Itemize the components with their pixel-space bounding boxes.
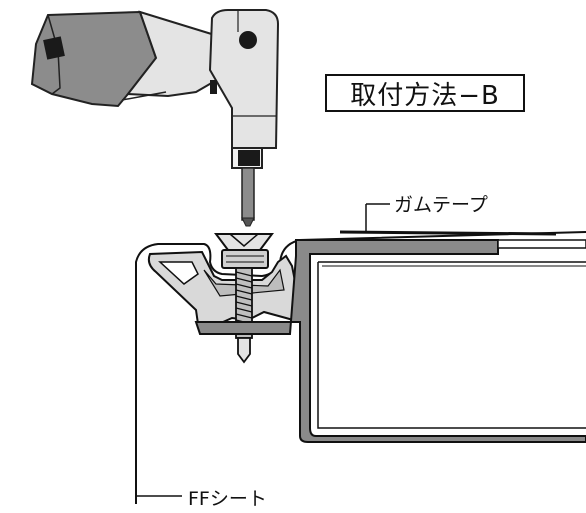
drill-head (208, 9, 280, 149)
method-title-box: 取付方法−B (325, 74, 525, 112)
drill (30, 9, 280, 227)
gum-tape (339, 230, 557, 236)
frame-flange-light (497, 239, 586, 249)
drill-battery-clip (43, 36, 65, 60)
frame-inner-edge (317, 262, 586, 429)
steel-frame-profile (194, 239, 586, 443)
self-drilling-screw (214, 233, 274, 364)
drill-direction-switch (239, 31, 257, 49)
method-title: 取付方法−B (350, 80, 500, 111)
screw-drill-tip (237, 337, 251, 364)
rail-inner-cutout (158, 261, 199, 285)
ff-sheet-line (135, 231, 586, 504)
drill-trigger-mark (210, 80, 217, 94)
screw-head (214, 233, 274, 251)
screw-washer (221, 249, 269, 269)
ff-sheet-label: FFシート (188, 488, 267, 510)
gum-tape-label: ガムテープ (394, 194, 488, 216)
drill-bit (241, 167, 255, 221)
